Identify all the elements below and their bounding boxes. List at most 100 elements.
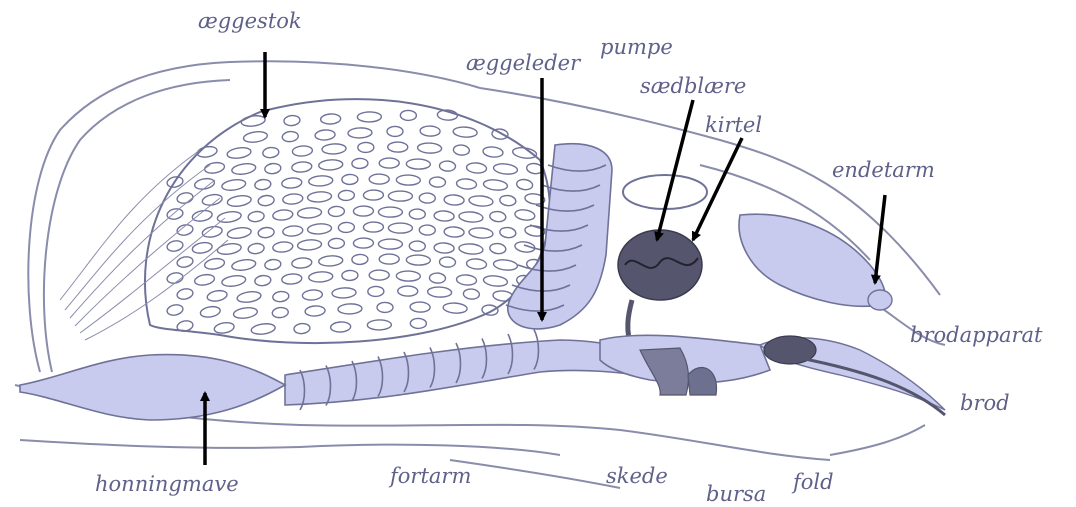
egg-follicle xyxy=(367,320,391,330)
egg-follicle xyxy=(281,273,302,285)
egg-follicle xyxy=(348,127,372,138)
egg-follicle xyxy=(284,115,301,126)
egg-follicle xyxy=(307,191,332,203)
egg-follicle xyxy=(420,126,440,137)
egg-follicle xyxy=(439,257,456,268)
egg-follicle xyxy=(499,227,516,239)
egg-follicle xyxy=(204,161,225,174)
egg-follicle xyxy=(493,259,518,272)
egg-follicle xyxy=(231,258,256,272)
egg-follicle xyxy=(176,255,194,268)
egg-follicle xyxy=(427,287,451,298)
label-brodapparat: brodapparat xyxy=(910,325,1043,346)
egg-follicle xyxy=(227,194,252,208)
egg-follicle xyxy=(396,175,420,186)
egg-follicle xyxy=(282,193,303,205)
label-aeggeleder: æggeleder xyxy=(466,53,580,74)
egg-follicle xyxy=(434,210,455,221)
egg-follicle xyxy=(463,289,480,300)
label-fortarm: fortarm xyxy=(390,466,471,487)
label-kirtel: kirtel xyxy=(705,115,762,136)
egg-follicle xyxy=(231,162,256,176)
egg-follicle xyxy=(272,209,293,221)
egg-follicle xyxy=(226,146,251,159)
egg-follicle xyxy=(453,145,470,156)
egg-follicle xyxy=(419,225,435,235)
arrow-saedblaere xyxy=(657,100,693,240)
egg-follicle xyxy=(483,275,508,288)
egg-follicle xyxy=(202,225,223,238)
egg-follicle xyxy=(409,241,425,251)
label-endetarm: endetarm xyxy=(832,160,935,181)
egg-follicle xyxy=(338,222,354,233)
egg-follicle xyxy=(483,146,504,158)
egg-follicle xyxy=(248,243,265,255)
egg-follicle xyxy=(429,177,446,188)
egg-follicle xyxy=(492,128,509,140)
egg-follicle xyxy=(291,161,312,173)
egg-follicle xyxy=(254,179,271,191)
egg-follicle xyxy=(264,259,281,271)
egg-follicle xyxy=(369,174,389,184)
endetarm-organ xyxy=(739,214,885,306)
egg-follicle xyxy=(489,243,506,255)
egg-follicle xyxy=(233,306,258,319)
egg-follicle xyxy=(176,223,194,236)
label-aeggestok: æggestok xyxy=(198,11,302,32)
arrow-kirtel xyxy=(693,138,742,240)
egg-follicle xyxy=(514,209,535,222)
egg-follicle xyxy=(369,270,389,280)
egg-follicle xyxy=(243,130,268,143)
egg-follicle xyxy=(338,303,362,314)
egg-follicle xyxy=(262,147,279,159)
egg-follicle xyxy=(297,207,322,219)
egg-follicle xyxy=(307,223,332,235)
arrow-endetarm xyxy=(875,195,885,283)
egg-follicle xyxy=(254,275,271,287)
egg-follicle xyxy=(379,158,399,168)
egg-follicle xyxy=(217,242,242,256)
egg-follicle xyxy=(292,145,313,157)
egg-follicle xyxy=(353,206,373,216)
egg-follicle xyxy=(387,126,403,136)
egg-follicle xyxy=(176,191,194,204)
egg-follicle xyxy=(241,114,266,127)
egg-follicle xyxy=(352,254,368,265)
egg-follicle xyxy=(378,239,402,249)
egg-follicle xyxy=(221,274,246,288)
egg-follicle xyxy=(410,302,430,313)
label-pumpe: pumpe xyxy=(600,37,673,58)
egg-follicle xyxy=(322,143,346,154)
egg-follicle xyxy=(456,178,477,190)
egg-follicle xyxy=(200,305,221,318)
egg-follicle xyxy=(192,209,213,222)
egg-follicle xyxy=(204,257,225,270)
egg-follicle xyxy=(166,207,184,220)
egg-follicle xyxy=(308,271,333,283)
egg-follicle xyxy=(398,286,418,296)
egg-follicle xyxy=(251,322,276,335)
egg-follicle xyxy=(330,321,351,332)
egg-follicle xyxy=(302,289,323,301)
egg-follicle xyxy=(363,190,383,200)
egg-follicle xyxy=(264,163,281,175)
egg-follicle xyxy=(342,270,358,281)
aeggeleder-tube xyxy=(506,144,612,329)
egg-follicle xyxy=(166,303,184,316)
egg-follicle xyxy=(388,223,412,233)
egg-follicle xyxy=(419,193,435,203)
egg-follicle xyxy=(396,271,420,282)
egg-follicle xyxy=(206,289,227,302)
egg-follicle xyxy=(320,113,341,124)
egg-follicle xyxy=(516,179,533,191)
saedblaere-organ xyxy=(618,230,702,350)
egg-follicle xyxy=(332,287,356,298)
egg-follicle xyxy=(227,226,252,240)
egg-follicle xyxy=(194,273,215,286)
egg-follicle xyxy=(315,129,336,140)
honningmave-organ xyxy=(20,355,285,420)
egg-follicle xyxy=(328,238,344,249)
egg-follicle xyxy=(483,179,508,192)
egg-follicle xyxy=(466,162,487,174)
egg-follicle xyxy=(406,159,430,170)
